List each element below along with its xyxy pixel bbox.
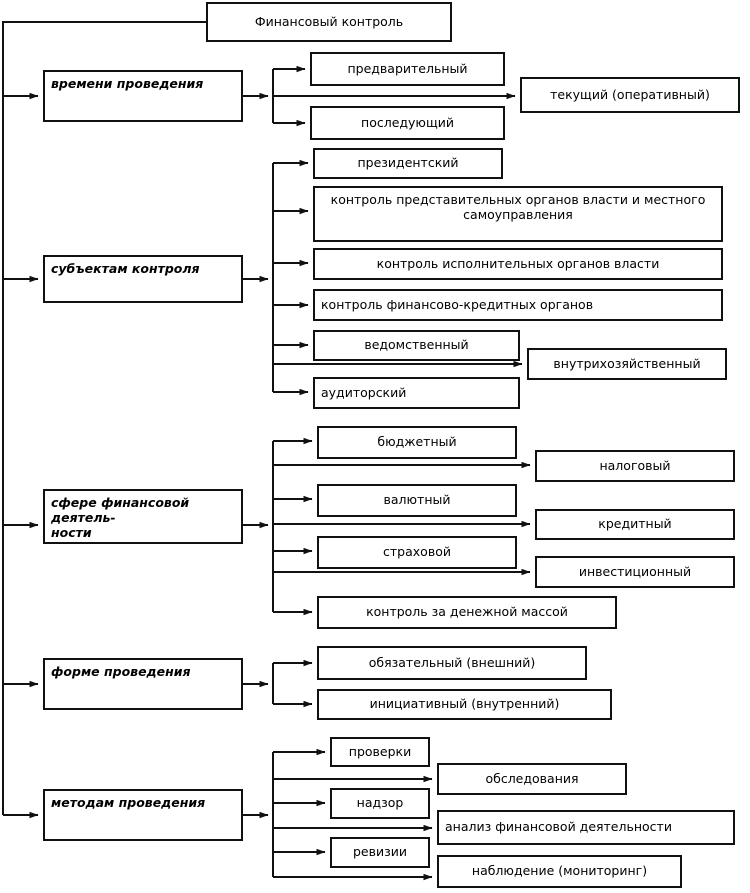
node-label: анализ финансовой деятельности: [445, 819, 672, 835]
node-preliminary-control[interactable]: предварительный: [310, 52, 505, 86]
node-executive-bodies-control[interactable]: контроль исполнительных органов власти: [313, 248, 723, 280]
node-internal-economic-control[interactable]: внутрихозяйственный: [527, 348, 727, 380]
category-box-form[interactable]: форме проведения: [43, 658, 243, 710]
node-audit-control[interactable]: аудиторский: [313, 377, 520, 409]
node-budget-control[interactable]: бюджетный: [317, 426, 517, 459]
node-label: инициативный (внутренний): [369, 696, 560, 712]
node-mandatory-external-control[interactable]: обязательный (внешний): [317, 646, 587, 680]
node-initiative-internal-control[interactable]: инициативный (внутренний): [317, 689, 612, 720]
node-money-supply-control[interactable]: контроль за денежной массой: [317, 596, 617, 629]
node-subsequent-control[interactable]: последующий: [310, 106, 505, 140]
node-revisions[interactable]: ревизии: [330, 837, 430, 868]
node-credit-control[interactable]: кредитный: [535, 509, 735, 540]
node-presidential-control[interactable]: президентский: [313, 148, 503, 179]
root-node-label: Финансовый контроль: [254, 13, 404, 29]
node-representative-bodies-control[interactable]: контроль представительных органов власти…: [313, 186, 723, 242]
node-inspections[interactable]: проверки: [330, 737, 430, 767]
node-label: внутрихозяйственный: [553, 355, 701, 371]
category-box-methods[interactable]: методам проведения: [43, 789, 243, 841]
category-label-subjects: субъектам контроля: [51, 261, 200, 276]
node-surveys[interactable]: обследования: [437, 763, 627, 795]
node-label: кредитный: [598, 516, 672, 532]
node-insurance-control[interactable]: страховой: [317, 536, 517, 569]
node-label: президентский: [357, 155, 459, 171]
node-financial-activity-analysis[interactable]: анализ финансовой деятельности: [437, 810, 735, 845]
node-label: бюджетный: [377, 434, 457, 450]
node-label: обследования: [485, 770, 579, 786]
node-label: надзор: [356, 795, 404, 811]
category-box-sphere[interactable]: сфере финансовой деятель- ности: [43, 489, 243, 544]
node-tax-control[interactable]: налоговый: [535, 450, 735, 482]
node-financial-credit-bodies-control[interactable]: контроль финансово-кредитных органов: [313, 289, 723, 321]
node-label: ведомственный: [364, 337, 469, 353]
node-label: обязательный (внешний): [368, 654, 536, 670]
node-currency-control[interactable]: валютный: [317, 484, 517, 517]
node-label: ревизии: [352, 844, 407, 860]
node-label: проверки: [348, 743, 412, 759]
node-label: контроль за денежной массой: [366, 604, 568, 620]
node-label: страховой: [383, 544, 451, 560]
node-label: контроль финансово-кредитных органов: [321, 296, 594, 312]
category-label-form: форме проведения: [51, 664, 191, 679]
node-current-operational-control[interactable]: текущий (оперативный): [520, 77, 740, 113]
node-label: наблюдение (мониторинг): [471, 863, 648, 879]
node-label: предварительный: [347, 60, 468, 76]
category-label-methods: методам проведения: [51, 795, 206, 810]
node-departmental-control[interactable]: ведомственный: [313, 330, 520, 361]
category-label-time: времени проведения: [51, 76, 204, 91]
node-monitoring[interactable]: наблюдение (мониторинг): [437, 855, 682, 888]
node-label: инвестиционный: [578, 563, 692, 579]
category-box-subjects[interactable]: субъектам контроля: [43, 255, 243, 303]
node-label: контроль представительных органов власти…: [330, 192, 706, 222]
node-supervision[interactable]: надзор: [330, 788, 430, 819]
node-label: аудиторский: [321, 384, 407, 400]
category-box-time[interactable]: времени проведения: [43, 70, 243, 122]
node-label: текущий (оперативный): [550, 86, 710, 102]
node-label: валютный: [383, 492, 451, 508]
category-label-sphere: сфере финансовой деятель- ности: [51, 495, 190, 540]
node-label: последующий: [361, 114, 454, 130]
root-node-financial-control: Финансовый контроль: [206, 2, 452, 42]
node-investment-control[interactable]: инвестиционный: [535, 556, 735, 588]
node-label: контроль исполнительных органов власти: [376, 255, 660, 271]
node-label: налоговый: [599, 457, 671, 473]
